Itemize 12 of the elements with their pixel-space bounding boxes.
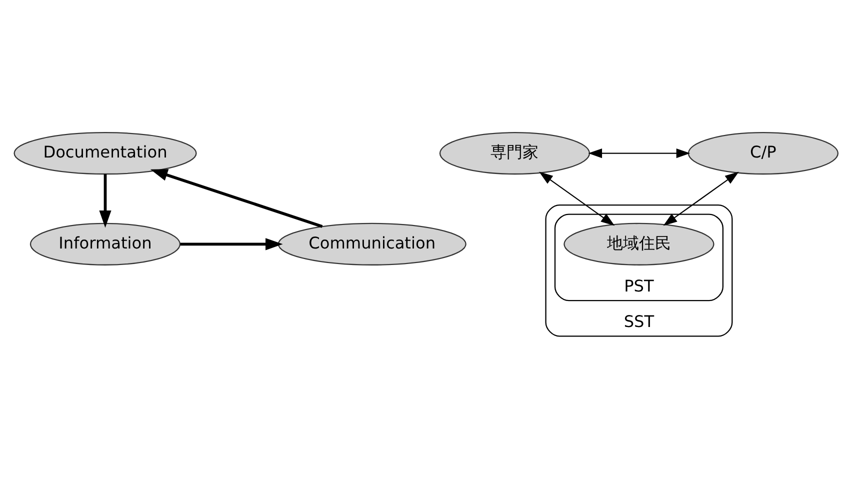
arrow	[663, 172, 739, 226]
node-ellipse: 専門家	[439, 132, 590, 175]
arrow	[539, 172, 615, 226]
node-ellipse: C/P	[688, 132, 839, 175]
arrow	[150, 169, 323, 228]
node-ellipse: Documentation	[14, 132, 197, 175]
arrow	[588, 148, 690, 158]
arrow	[180, 238, 283, 250]
node-ellipse: Information	[30, 222, 181, 266]
arrow	[99, 174, 112, 228]
node-ellipse: 地域住民	[564, 222, 714, 266]
node-ellipse: Communication	[278, 222, 466, 266]
